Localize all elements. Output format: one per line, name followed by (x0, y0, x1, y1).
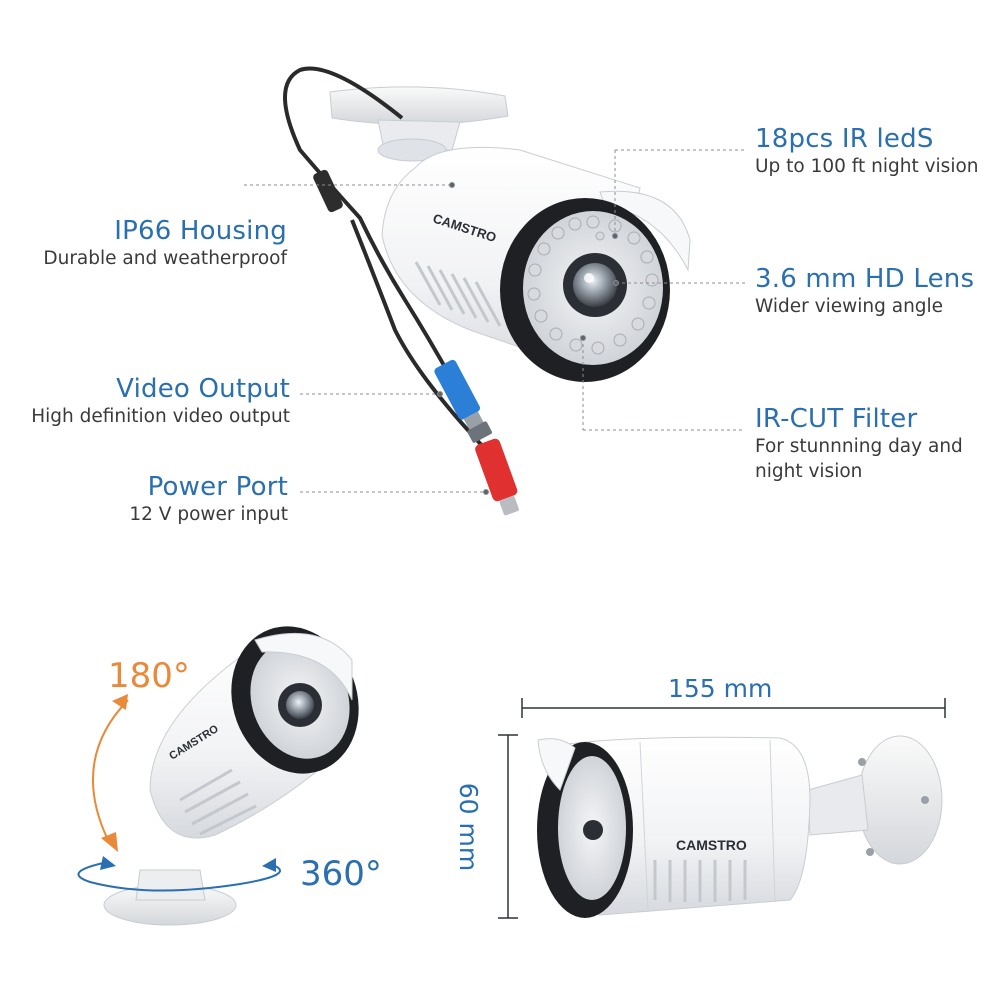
pan-angle-label: 360° (300, 854, 382, 894)
dimension-camera: CAMSTRO (537, 735, 943, 918)
callout-leaders (244, 149, 745, 495)
pan-arc (77, 861, 281, 892)
callout-ir-leds-desc: Up to 100 ft night vision (755, 156, 979, 177)
callout-lens-desc: Wider viewing angle (755, 296, 944, 317)
tilt-arc (91, 699, 129, 841)
callout-housing: IP66 Housing Durable and weatherproof (43, 216, 287, 271)
tilt-angle-label: 180° (108, 656, 190, 696)
callout-power-title: Power Port (147, 472, 288, 502)
main-camera: CAMSTRO (283, 66, 691, 516)
callout-ircut: IR-CUT Filter For stunnning day and nigh… (755, 404, 963, 484)
callout-video-desc: High definition video output (31, 406, 290, 427)
callout-video: Video Output High definition video outpu… (31, 374, 290, 429)
callout-ircut-desc-1: For stunnning day and (755, 436, 963, 457)
rotation-camera: CAMSTRO (103, 626, 359, 926)
callout-ircut-desc-2: night vision (755, 461, 863, 482)
callout-ircut-title: IR-CUT Filter (755, 404, 918, 434)
callout-video-title: Video Output (116, 374, 290, 404)
height-dimension-label: 60 mm (454, 782, 483, 872)
callout-power: Power Port 12 V power input (129, 472, 288, 527)
callout-lens: 3.6 mm HD Lens Wider viewing angle (755, 264, 974, 319)
length-dimension-label: 155 mm (668, 674, 773, 703)
callout-housing-title: IP66 Housing (114, 216, 287, 246)
callout-housing-desc: Durable and weatherproof (43, 248, 287, 269)
callout-ir-leds: 18pcs IR ledS Up to 100 ft night vision (755, 124, 979, 179)
callout-power-desc: 12 V power input (129, 504, 288, 525)
brand-logo-side: CAMSTRO (676, 837, 747, 853)
dimension-lines (498, 698, 946, 919)
callout-lens-title: 3.6 mm HD Lens (755, 264, 975, 294)
callout-ir-leds-title: 18pcs IR ledS (755, 124, 934, 154)
